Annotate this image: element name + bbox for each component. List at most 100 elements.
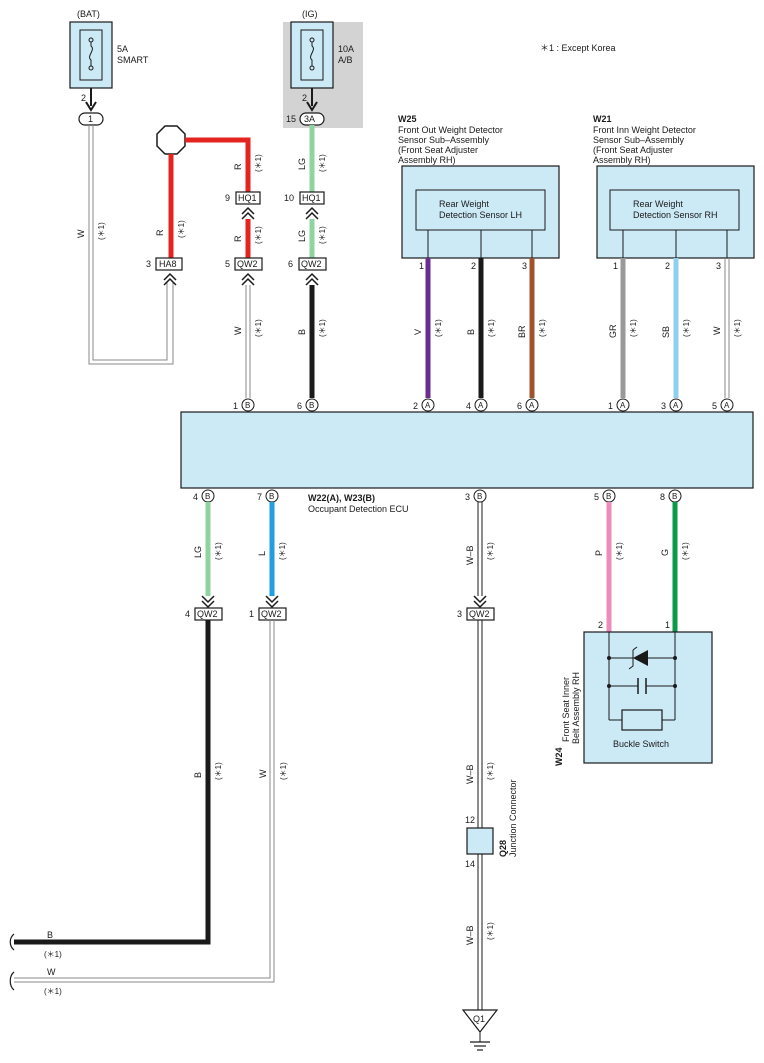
svg-text:9: 9 bbox=[225, 193, 230, 203]
svg-text:R: R bbox=[233, 235, 243, 242]
svg-text:P: P bbox=[594, 550, 604, 556]
ecu-code: W22(A), W23(B) bbox=[308, 493, 375, 503]
svg-text:(＊1): (＊1) bbox=[487, 319, 496, 337]
chevron-down-icon bbox=[265, 595, 279, 609]
svg-text:3: 3 bbox=[146, 259, 151, 269]
terminal-arrow-icon bbox=[306, 101, 318, 112]
svg-text:(Front Seat Adjuster: (Front Seat Adjuster bbox=[398, 145, 478, 155]
svg-text:B: B bbox=[297, 329, 307, 335]
chevron-up-icon bbox=[305, 206, 319, 220]
fuse-smart-name: SMART bbox=[117, 55, 149, 65]
wire-w-bat-color: W bbox=[76, 229, 86, 238]
chevron-down-icon bbox=[473, 595, 487, 609]
fuse-ab-rating: 10A bbox=[338, 44, 354, 54]
svg-text:B: B bbox=[47, 930, 53, 940]
fuse-ab-supply: (IG) bbox=[302, 9, 318, 19]
wire-w-long bbox=[14, 620, 275, 983]
q28-name: Junction Connector bbox=[508, 779, 518, 857]
svg-text:(＊1): (＊1) bbox=[278, 542, 287, 560]
svg-text:HA8: HA8 bbox=[159, 259, 177, 269]
w25-sensor-box bbox=[415, 189, 546, 231]
svg-text:W: W bbox=[712, 326, 722, 335]
buckle-switch-label: Buckle Switch bbox=[613, 739, 669, 749]
svg-text:(＊1): (＊1) bbox=[733, 319, 742, 337]
svg-text:(＊1): (＊1) bbox=[615, 542, 624, 560]
svg-text:(Front Seat Adjuster: (Front Seat Adjuster bbox=[593, 145, 673, 155]
svg-text:W21: W21 bbox=[593, 114, 612, 124]
svg-text:GR: GR bbox=[608, 324, 618, 338]
svg-text:1: 1 bbox=[419, 261, 424, 271]
wire-w-w21 bbox=[724, 258, 730, 398]
svg-text:Rear Weight: Rear Weight bbox=[633, 199, 683, 209]
wire-r-top bbox=[185, 137, 251, 192]
svg-text:1: 1 bbox=[233, 401, 238, 411]
svg-text:B: B bbox=[193, 772, 203, 778]
wire-lg-top-color: LG bbox=[297, 158, 307, 170]
fuse-smart: (BAT) 5A SMART 2 bbox=[69, 9, 149, 103]
svg-text:B: B bbox=[477, 492, 482, 501]
svg-text:1: 1 bbox=[613, 261, 618, 271]
svg-text:(＊1): (＊1) bbox=[44, 950, 62, 959]
svg-text:Sensor Sub–Assembly: Sensor Sub–Assembly bbox=[398, 135, 490, 145]
svg-text:A: A bbox=[529, 401, 535, 410]
svg-text:Front Out Weight Detector: Front Out Weight Detector bbox=[398, 125, 503, 135]
svg-text:5: 5 bbox=[594, 492, 599, 502]
w21-component: W21 Front Inn Weight Detector Sensor Sub… bbox=[593, 114, 755, 271]
svg-text:3: 3 bbox=[465, 492, 470, 502]
svg-text:2: 2 bbox=[598, 620, 603, 630]
svg-text:1: 1 bbox=[665, 620, 670, 630]
svg-text:Detection Sensor RH: Detection Sensor RH bbox=[633, 210, 718, 220]
svg-text:Front Inn Weight Detector: Front Inn Weight Detector bbox=[593, 125, 696, 135]
w24-component: 2 1 Buckle Switch W24 Front Seat Inner B… bbox=[554, 620, 713, 766]
svg-text:6: 6 bbox=[297, 401, 302, 411]
fuse-ab-name: A/B bbox=[338, 55, 353, 65]
wire-r-hq1-top-color: R bbox=[233, 163, 243, 170]
svg-text:(＊1): (＊1) bbox=[318, 319, 327, 337]
junction-1-label: 1 bbox=[88, 114, 93, 124]
svg-text:3: 3 bbox=[522, 261, 527, 271]
zener-diode-icon bbox=[633, 650, 648, 666]
svg-text:3: 3 bbox=[661, 401, 666, 411]
svg-text:(＊1): (＊1) bbox=[486, 762, 495, 780]
ground-label: Q1 bbox=[473, 1014, 485, 1024]
buckle-switch-icon bbox=[621, 709, 663, 731]
svg-text:(＊1): (＊1) bbox=[486, 922, 495, 940]
ecu-bottom-pins: 4 B 7 B 3 B 5 B 8 B bbox=[193, 489, 682, 503]
svg-text:B: B bbox=[309, 401, 314, 410]
svg-text:4: 4 bbox=[185, 609, 190, 619]
svg-text:(＊1): (＊1) bbox=[682, 319, 691, 337]
chevron-up-icon bbox=[163, 272, 177, 286]
svg-text:2: 2 bbox=[471, 261, 476, 271]
fuse-smart-rating: 5A bbox=[117, 44, 128, 54]
svg-text:3: 3 bbox=[716, 261, 721, 271]
svg-text:W: W bbox=[233, 326, 243, 335]
wire-r-loop-color: R bbox=[155, 229, 165, 236]
svg-text:Sensor Sub–Assembly: Sensor Sub–Assembly bbox=[593, 135, 685, 145]
svg-text:W–B: W–B bbox=[465, 545, 475, 565]
svg-text:(＊1): (＊1) bbox=[486, 542, 495, 560]
wire-w-bat-note: (＊1) bbox=[97, 222, 106, 240]
wire-r-loop-note: (＊1) bbox=[177, 220, 186, 238]
wire-exit-b-icon bbox=[9, 933, 15, 951]
fuse-icon bbox=[310, 38, 314, 70]
svg-text:(＊1): (＊1) bbox=[538, 319, 547, 337]
svg-text:QW2: QW2 bbox=[261, 609, 282, 619]
svg-text:LG: LG bbox=[297, 230, 307, 242]
svg-text:SB: SB bbox=[661, 326, 671, 338]
svg-text:V: V bbox=[413, 329, 423, 335]
svg-text:W–B: W–B bbox=[465, 925, 475, 945]
fuse-ab: (IG) 10A A/B 2 bbox=[290, 9, 354, 103]
chevron-up-icon bbox=[241, 272, 255, 286]
svg-text:B: B bbox=[245, 401, 250, 410]
svg-text:6: 6 bbox=[288, 259, 293, 269]
svg-text:A: A bbox=[478, 401, 484, 410]
svg-text:L: L bbox=[257, 551, 267, 556]
fuse-ab-pin: 2 bbox=[302, 93, 307, 103]
connector-qw2-wb bbox=[466, 607, 495, 621]
fuse-smart-inner bbox=[79, 29, 103, 81]
svg-text:2: 2 bbox=[665, 261, 670, 271]
svg-text:A: A bbox=[724, 401, 730, 410]
svg-text:(＊1): (＊1) bbox=[434, 319, 443, 337]
w24-code: W24 bbox=[554, 747, 564, 766]
fuse-icon bbox=[89, 38, 93, 70]
